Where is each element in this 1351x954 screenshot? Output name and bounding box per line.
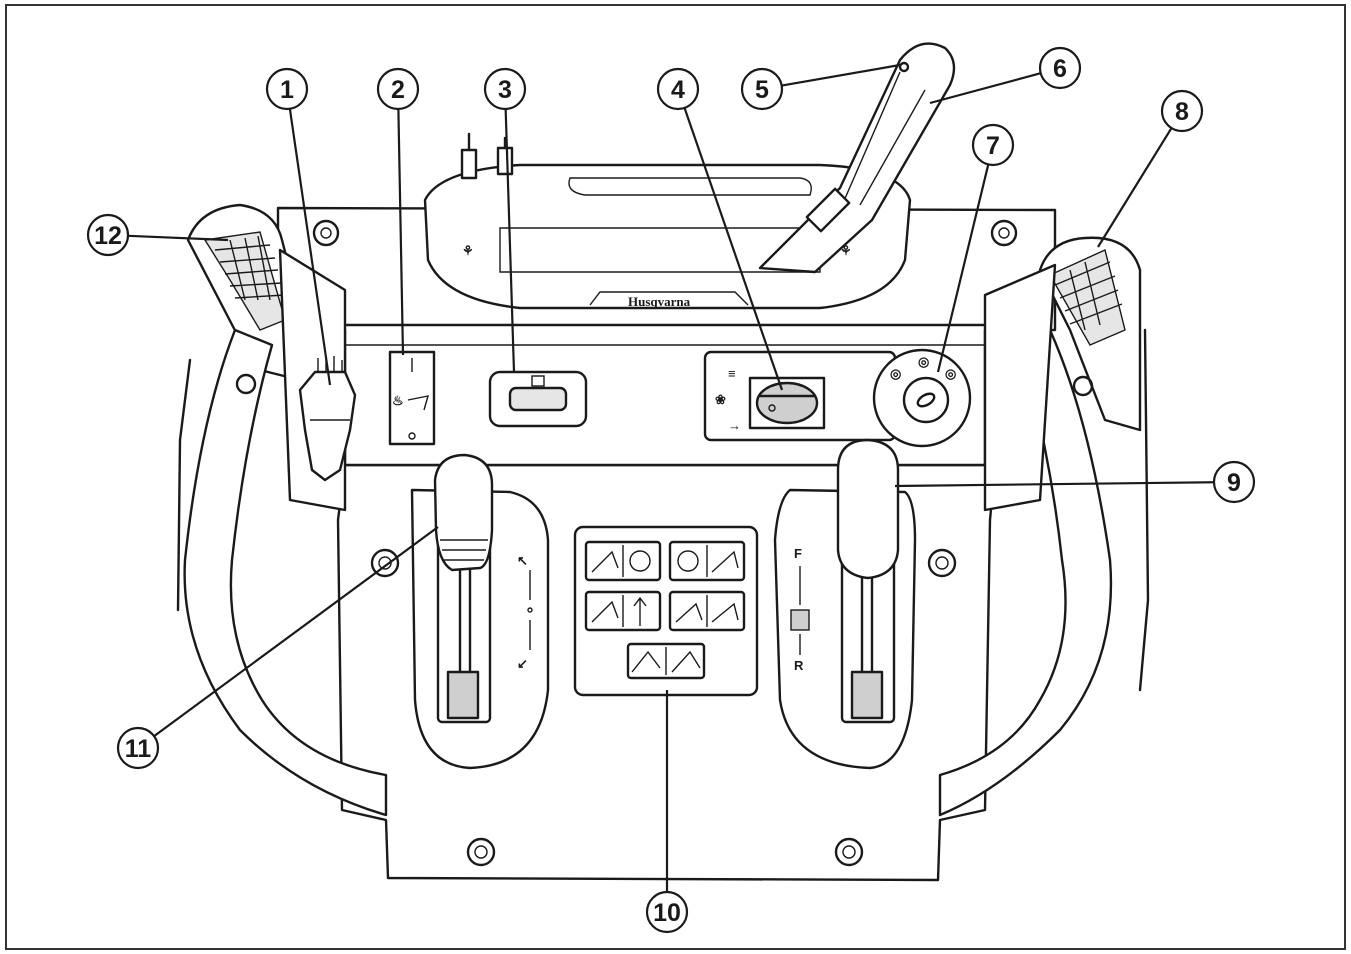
hour-meter: [488, 370, 588, 428]
callout-7-leader: [936, 164, 990, 373]
brand-label: Husqvarna: [628, 294, 691, 309]
callout-11-leader: [153, 526, 439, 738]
callout-8-circle: [1160, 89, 1204, 133]
callout-1: 1: [265, 67, 309, 111]
left-control-lever[interactable]: ↖ ↙: [410, 453, 550, 770]
svg-text:↙: ↙: [517, 656, 528, 671]
callout-12: 12: [86, 213, 130, 257]
callout-3-circle: [483, 67, 527, 111]
callout-4-leader: [683, 107, 784, 391]
svg-text:⚘: ⚘: [840, 243, 852, 258]
mode-selector-knob[interactable]: ≡ ❀ →: [715, 366, 819, 433]
callout-11-number: 11: [125, 735, 152, 763]
callout-1-leader: [288, 108, 332, 386]
callout-8-leader: [1097, 127, 1173, 248]
callout-1-circle: [265, 67, 309, 111]
callout-7: 7: [971, 123, 1015, 167]
callout-2-leader: [397, 108, 405, 356]
svg-text:♨: ♨: [392, 393, 404, 408]
svg-text:≡: ≡: [728, 366, 736, 381]
callout-9: 9: [1212, 460, 1256, 504]
callout-8-number: 8: [1175, 98, 1189, 126]
top-console: Husqvarna ⚘ ⚘: [423, 132, 912, 310]
callout-4-circle: [656, 67, 700, 111]
callout-4-number: 4: [671, 76, 685, 104]
left-handle-bar[interactable]: [176, 203, 388, 817]
right-handle-bar[interactable]: [938, 236, 1150, 817]
callout-9-number: 9: [1227, 469, 1241, 497]
callout-9-circle: [1212, 460, 1256, 504]
callout-8: 8: [1160, 89, 1204, 133]
callout-3-number: 3: [498, 76, 512, 104]
callout-7-circle: [971, 123, 1015, 167]
svg-text:→: →: [728, 418, 741, 433]
callout-12-circle: [86, 213, 130, 257]
svg-text:◎: ◎: [890, 366, 901, 381]
callout-11: 11: [116, 726, 160, 770]
callout-2: 2: [376, 67, 420, 111]
forward-mark: F: [794, 546, 802, 561]
reverse-mark: R: [794, 658, 804, 673]
leader-lines: [127, 63, 1215, 892]
callout-12-number: 12: [94, 222, 122, 250]
function-decal-panel: [573, 525, 759, 697]
callout-9-leader: [894, 481, 1215, 488]
callout-5-circle: [740, 67, 784, 111]
callout-6-leader: [929, 72, 1041, 105]
callout-6-circle: [1038, 46, 1082, 90]
svg-text:◎: ◎: [945, 366, 956, 381]
svg-text:◎: ◎: [918, 354, 929, 369]
svg-text:↖: ↖: [517, 553, 528, 568]
rocker-switch[interactable]: ♨: [388, 350, 436, 446]
callout-7-number: 7: [986, 132, 1000, 160]
svg-text:⚘: ⚘: [462, 243, 474, 258]
callout-10: 10: [645, 890, 689, 934]
callout-4: 4: [656, 67, 700, 111]
callout-10-circle: [645, 890, 689, 934]
callout-2-circle: [376, 67, 420, 111]
callout-1-number: 1: [280, 76, 294, 104]
callout-5-number: 5: [755, 76, 769, 104]
callout-6: 6: [1038, 46, 1082, 90]
connector-plug[interactable]: [298, 356, 357, 482]
throttle-handle[interactable]: [758, 42, 956, 274]
callout-5: 5: [740, 67, 784, 111]
callout-5-leader: [781, 63, 901, 87]
callout-3-leader: [504, 108, 516, 373]
callout-12-leader: [127, 234, 229, 242]
callout-11-circle: [116, 726, 160, 770]
ignition-switch[interactable]: ◎ ◎ ◎: [872, 348, 972, 448]
callout-2-number: 2: [391, 76, 405, 104]
right-control-lever[interactable]: F R: [773, 438, 917, 770]
callout-6-number: 6: [1053, 55, 1067, 83]
callout-3: 3: [483, 67, 527, 111]
svg-text:❀: ❀: [715, 392, 726, 407]
callout-10-number: 10: [653, 899, 681, 927]
